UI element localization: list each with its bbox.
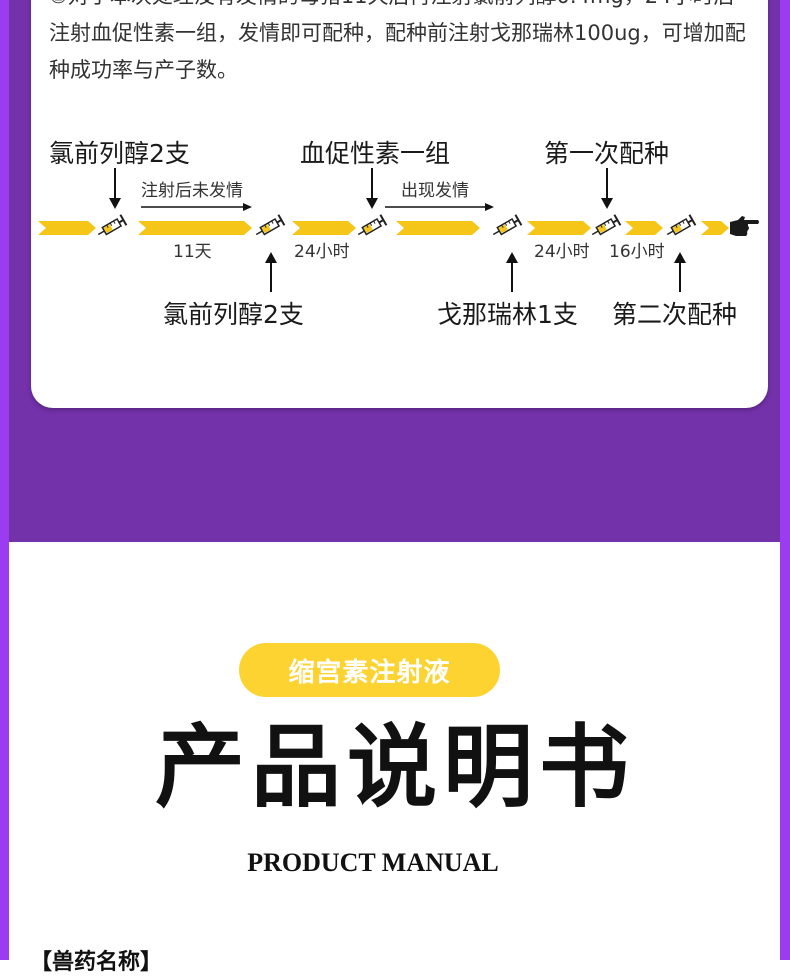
bottom-label-cloprostenol: 氯前列醇2支: [163, 300, 304, 329]
section-heading: 【兽药名称】: [30, 950, 163, 975]
down-arrow-icon: [601, 168, 613, 209]
left-edge-strip: [0, 0, 9, 960]
arrow-label-estrus: 出现发情: [401, 181, 469, 201]
page-subtitle: PRODUCT MANUAL: [247, 848, 499, 877]
arrow-label-no-estrus: 注射后未发情: [141, 181, 243, 201]
syringe-icon: [357, 214, 388, 236]
product-name-pill: 缩宫素注射液: [239, 643, 500, 697]
syringe-icon: [97, 214, 128, 236]
syringe-icon: [591, 214, 622, 236]
intro-paragraph: ②对于本次处理没有发情的母猪11天后再注射氯前列醇0.4mg，24小时后注射血促…: [49, 0, 746, 82]
timeline-bar-segment: [396, 221, 480, 235]
top-label-pmsg: 血促性素一组: [300, 139, 451, 168]
top-label-cloprostenol: 氯前列醇2支: [49, 139, 190, 168]
up-arrow-icon: [265, 252, 277, 292]
manual-section-background: [9, 542, 780, 960]
page-title: 产品说明书: [155, 714, 635, 820]
timeline-bar-segment: [701, 221, 729, 235]
timeline-card: [31, 0, 768, 408]
syringe-icon: [255, 214, 286, 236]
interval-label: 24小时: [534, 242, 590, 262]
right-arrow-icon: [141, 203, 252, 211]
interval-label: 24小时: [294, 242, 350, 262]
timeline-bar-segment: [138, 221, 252, 235]
syringe-icon: [492, 214, 523, 236]
timeline-bar-segment: [292, 221, 356, 235]
top-label-first-mating: 第一次配种: [544, 139, 670, 168]
timeline-bar-segment: [625, 221, 663, 235]
right-arrow-icon: [385, 203, 494, 211]
down-arrow-icon: [109, 168, 121, 209]
bottom-label-gonadorelin: 戈那瑞林1支: [437, 300, 578, 329]
interval-label: 16小时: [609, 242, 665, 262]
interval-label: 11天: [173, 242, 212, 262]
syringe-icon: [666, 214, 697, 236]
pointing-hand-icon: [730, 216, 759, 236]
timeline-bar-segment: [38, 221, 96, 235]
up-arrow-icon: [506, 252, 518, 292]
bottom-label-second-mating: 第二次配种: [612, 300, 738, 329]
up-arrow-icon: [674, 252, 686, 292]
right-edge-strip: [780, 0, 790, 960]
timeline-bar-segment: [527, 221, 591, 235]
down-arrow-icon: [366, 168, 378, 209]
